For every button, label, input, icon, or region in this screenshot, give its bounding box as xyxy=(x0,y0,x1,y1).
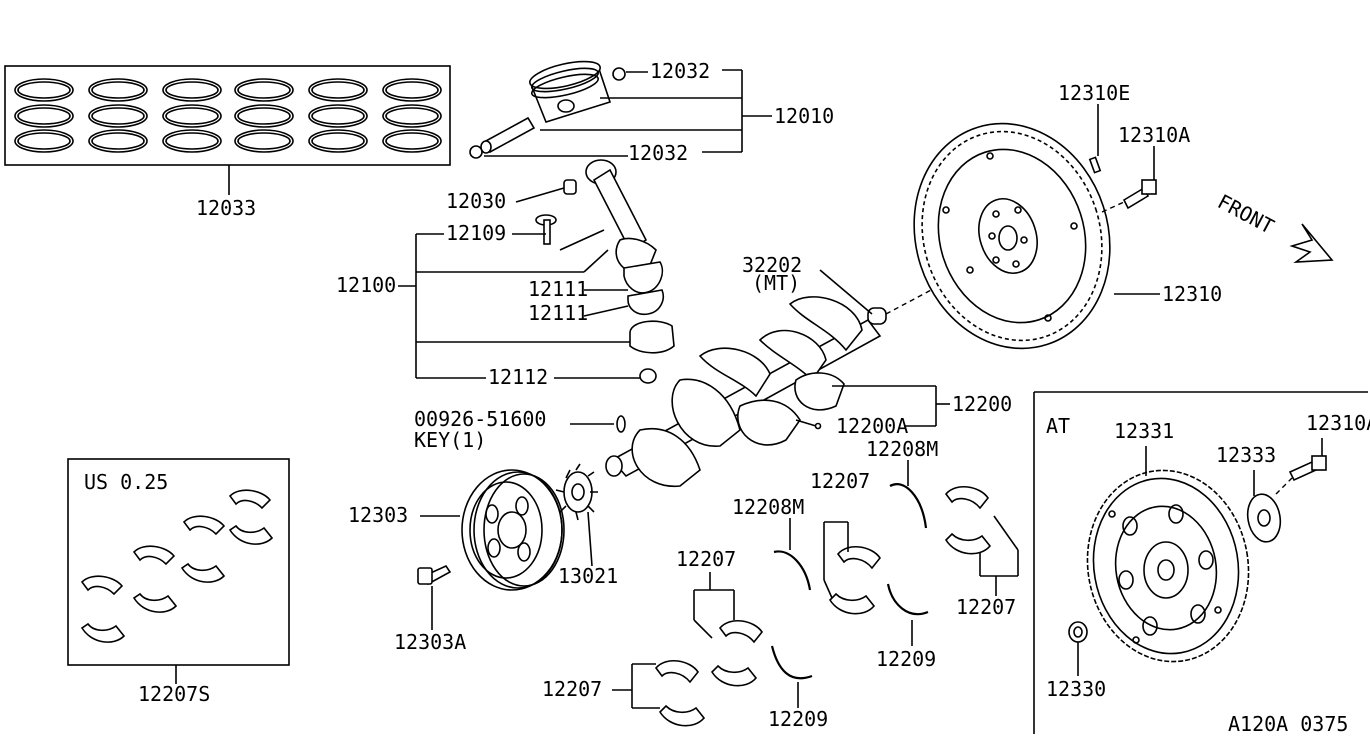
label-mt: (MT) xyxy=(752,271,800,295)
label-12100: 12100 xyxy=(336,273,396,297)
label-12209-bottom: 12209 xyxy=(768,707,828,731)
label-12207-mid: 12207 xyxy=(676,547,736,571)
label-12207-left: 12207 xyxy=(542,677,602,701)
label-12111-b: 12111 xyxy=(528,301,588,325)
piston-ring-set-12033[interactable] xyxy=(4,65,451,195)
label-12112: 12112 xyxy=(488,365,548,389)
label-12331: 12331 xyxy=(1114,419,1174,443)
flywheel-12310[interactable] xyxy=(885,98,1157,374)
label-12200: 12200 xyxy=(952,392,1012,416)
crankshaft-12200[interactable] xyxy=(605,296,887,487)
undersize-bearing-set-12207s[interactable] xyxy=(67,458,290,684)
main-bearings-12207[interactable] xyxy=(654,486,992,727)
label-12207-right: 12207 xyxy=(956,595,1016,619)
label-us-025: US 0.25 xyxy=(84,470,168,494)
label-12200a: 12200A xyxy=(836,414,908,438)
bolt-alignment-line xyxy=(1101,201,1125,213)
label-12303a: 12303A xyxy=(394,630,466,654)
label-12207-upper-mid: 12207 xyxy=(810,469,870,493)
piston-12010[interactable] xyxy=(469,56,626,159)
label-12310e: 12310E xyxy=(1058,81,1130,105)
leader-lines-at xyxy=(1077,438,1323,676)
crank-pulley-bolt-12303a[interactable] xyxy=(417,564,452,586)
leader-lines-bearings xyxy=(612,460,1019,709)
label-12209-right: 12209 xyxy=(876,647,936,671)
label-at: AT xyxy=(1046,414,1070,438)
label-12310: 12310 xyxy=(1162,282,1222,306)
label-12207s: 12207S xyxy=(138,682,210,706)
leader-lines-piston xyxy=(484,69,772,157)
label-12032-bottom: 12032 xyxy=(628,141,688,165)
front-direction-arrow: FRONT xyxy=(1214,189,1334,263)
reference-code: A120A 0375 xyxy=(1228,712,1348,736)
dowel-alignment-line xyxy=(885,279,951,315)
leader-lines-crank xyxy=(570,269,950,430)
crank-pulley-12303[interactable] xyxy=(461,469,565,591)
label-12330: 12330 xyxy=(1046,677,1106,701)
label-32202: 32202 xyxy=(742,253,802,277)
label-12333: 12333 xyxy=(1216,443,1276,467)
label-13021: 13021 xyxy=(558,564,618,588)
label-12032-top: 12032 xyxy=(650,59,710,83)
label-12033: 12033 xyxy=(196,196,256,220)
crank-sprocket-13021[interactable] xyxy=(555,463,598,521)
label-12030: 12030 xyxy=(446,189,506,213)
leader-lines-pulley xyxy=(420,511,593,630)
label-12109: 12109 xyxy=(446,221,506,245)
label-12208m-top: 12208M xyxy=(866,437,938,461)
label-front: FRONT xyxy=(1214,189,1278,238)
label-12303: 12303 xyxy=(348,503,408,527)
leader-lines-conrod xyxy=(398,187,640,379)
label-00926-51600: 00926-51600 xyxy=(414,407,546,431)
at-drive-plate-section[interactable] xyxy=(1033,391,1368,734)
connecting-rod-12100[interactable] xyxy=(535,159,675,384)
label-12208m-mid: 12208M xyxy=(732,495,804,519)
thrust-washers-12208m-12209[interactable] xyxy=(770,483,929,680)
label-key: KEY(1) xyxy=(414,428,486,452)
leader-lines-flywheel xyxy=(1097,104,1160,295)
label-12111-a: 12111 xyxy=(528,277,588,301)
label-12310a-at: 12310A xyxy=(1306,411,1370,435)
at-bolt-alignment-line xyxy=(1275,477,1293,495)
label-12010: 12010 xyxy=(774,104,834,128)
label-12310a: 12310A xyxy=(1118,123,1190,147)
